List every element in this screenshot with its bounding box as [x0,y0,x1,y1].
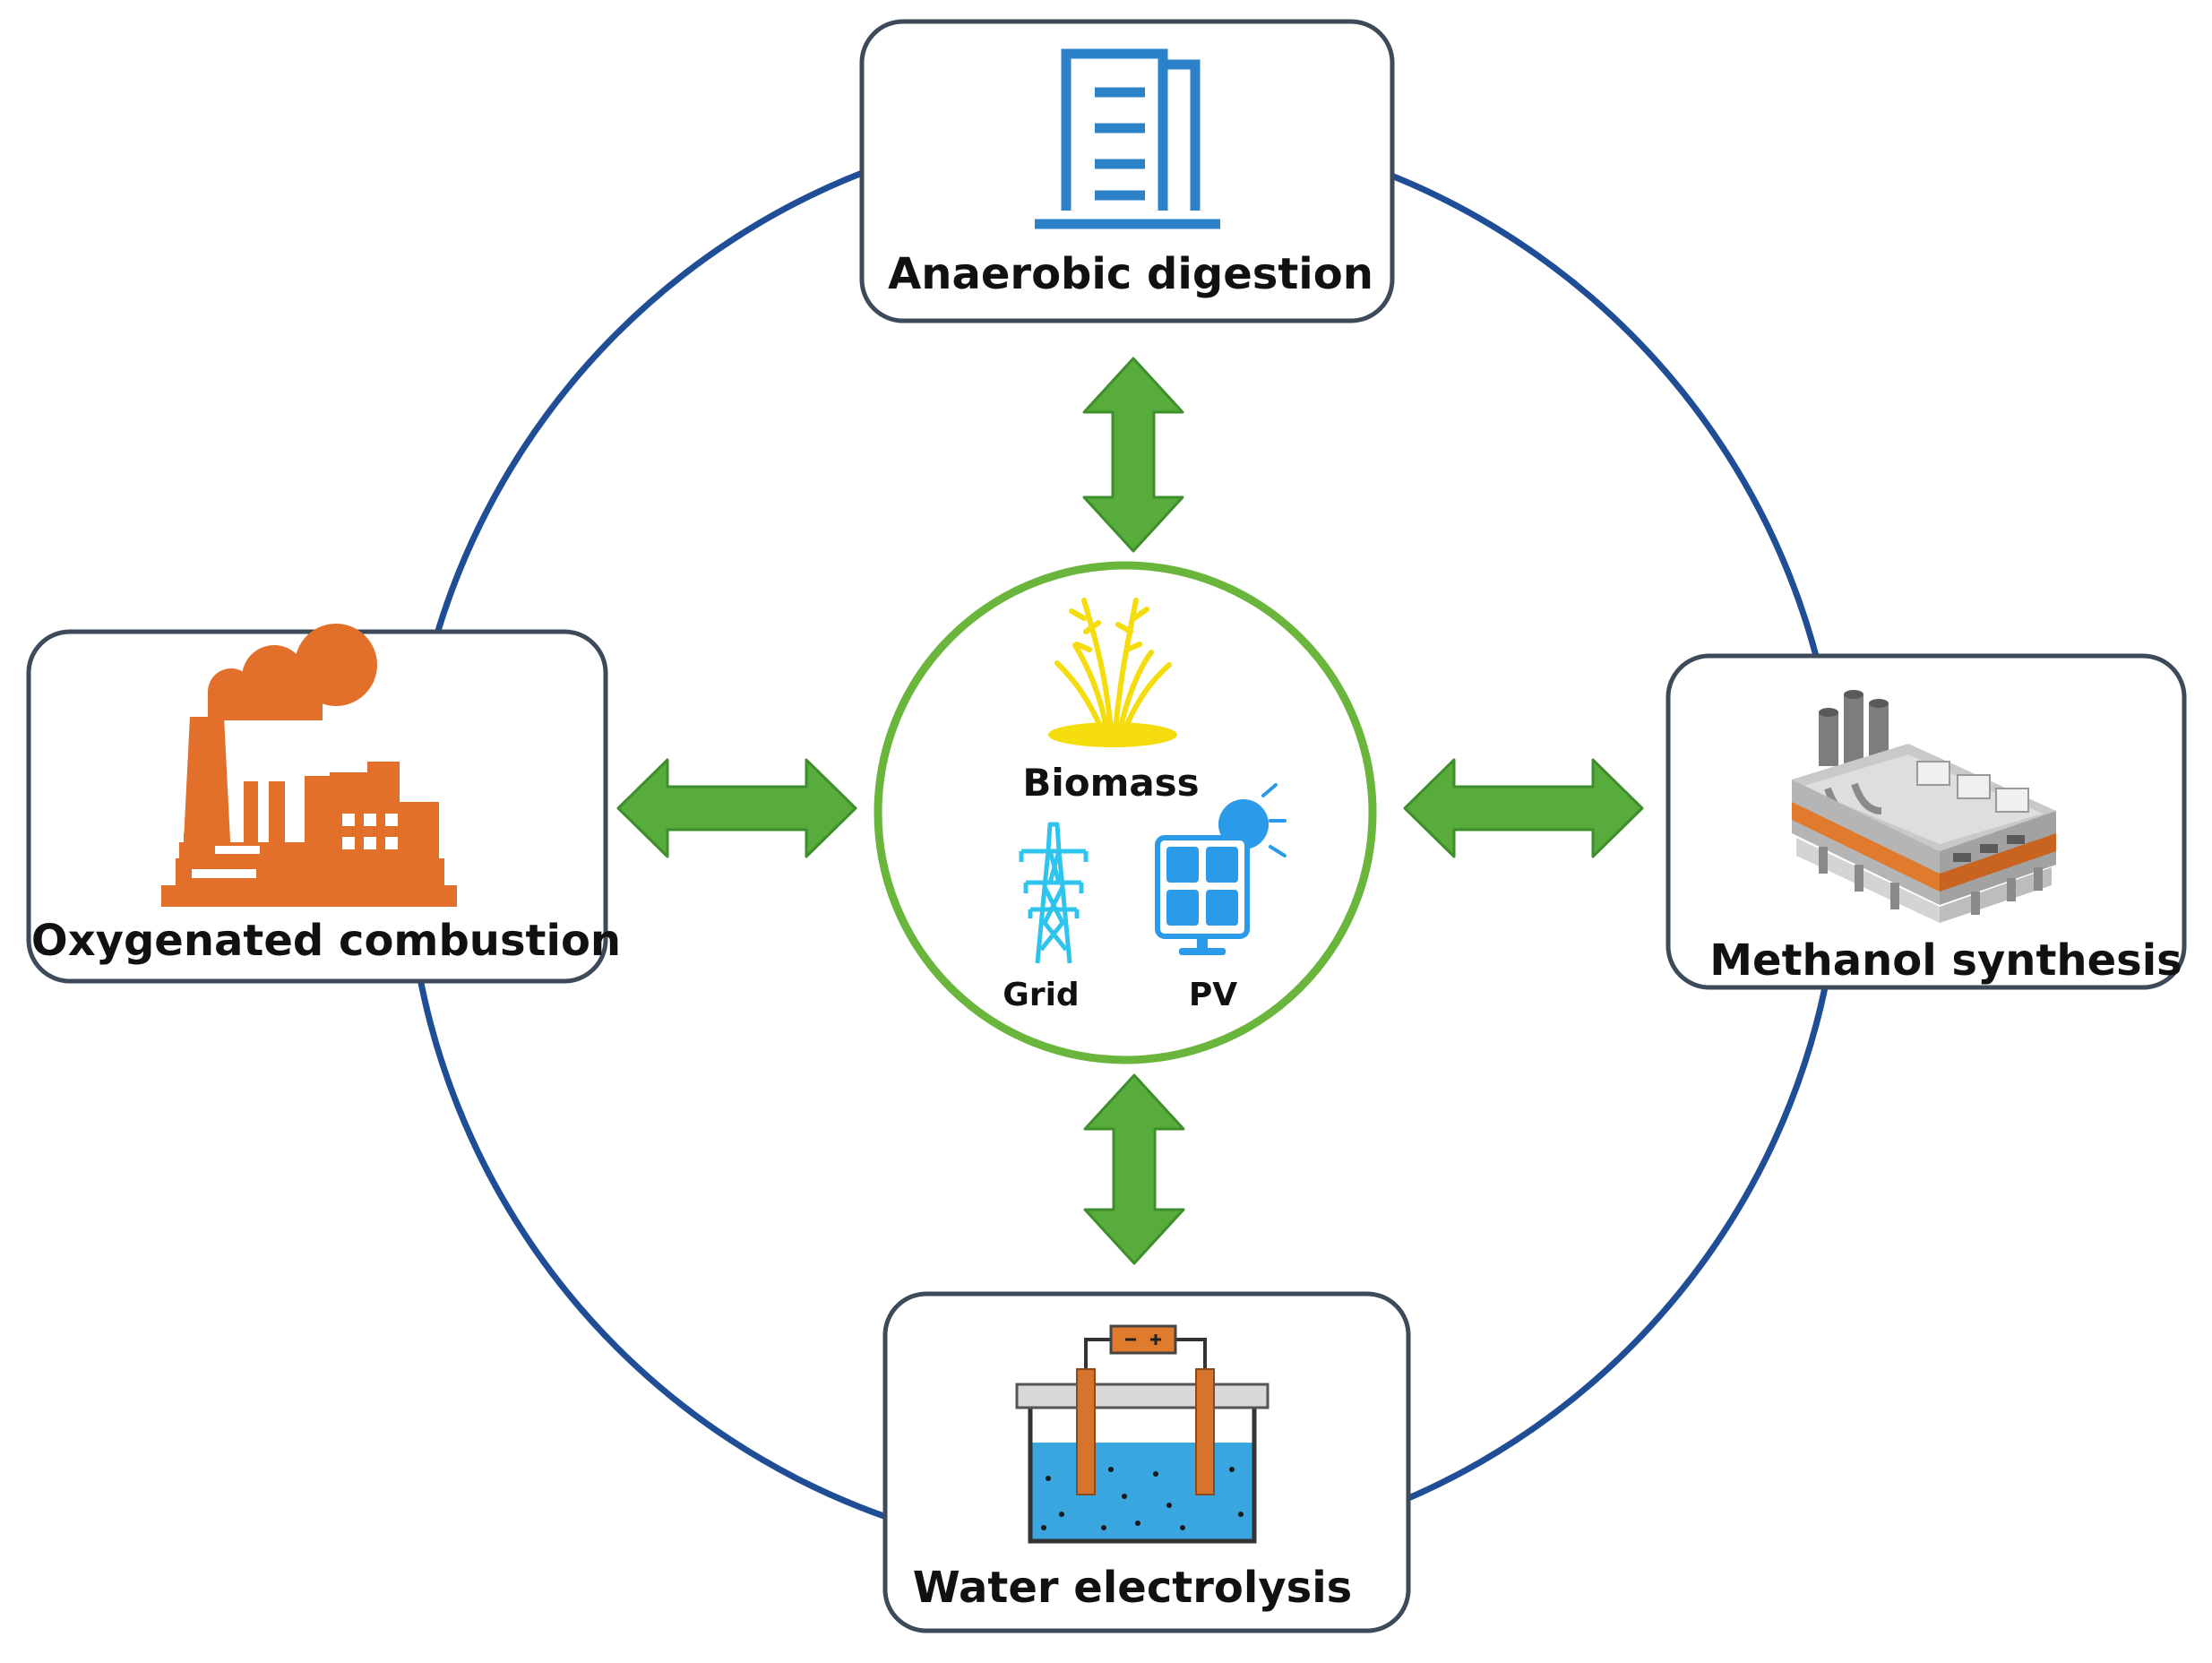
node-label-right: Methanol synthesis [1709,935,2182,986]
solar-panel-icon [1155,783,1287,955]
node-label-top: Anaerobic digestion [888,249,1373,299]
node-anaerobic-digestion: Anaerobic digestion [859,19,1395,323]
node-methanol-synthesis: Methanol synthesis [1665,653,2187,990]
node-label-bottom: Water electrolysis [913,1563,1352,1613]
arrow-center-left [616,758,857,858]
grid-label: Grid [1003,977,1079,1013]
biomass-label: Biomass [1022,761,1199,805]
node-oxygenated-combustion: Oxygenated combustion [26,624,621,984]
arrow-center-bottom [1083,1073,1185,1265]
arrow-center-right [1403,758,1644,858]
node-label-left: Oxygenated combustion [31,916,621,966]
center-resources: Biomass Grid P [874,561,1377,1064]
factory-windows [192,814,398,878]
node-water-electrolysis: Water electrolysis [882,1291,1411,1633]
power-tower-icon [1019,822,1089,964]
digester-tower-icon [1035,48,1220,229]
electrolysis-cell-icon [1015,1324,1270,1544]
pv-label: PV [1189,977,1237,1013]
arrow-center-top [1082,357,1184,553]
chemical-plant-icon [1792,690,2056,923]
factory-smoke-icon [161,624,457,907]
grass-tuft-icon [1048,598,1177,747]
